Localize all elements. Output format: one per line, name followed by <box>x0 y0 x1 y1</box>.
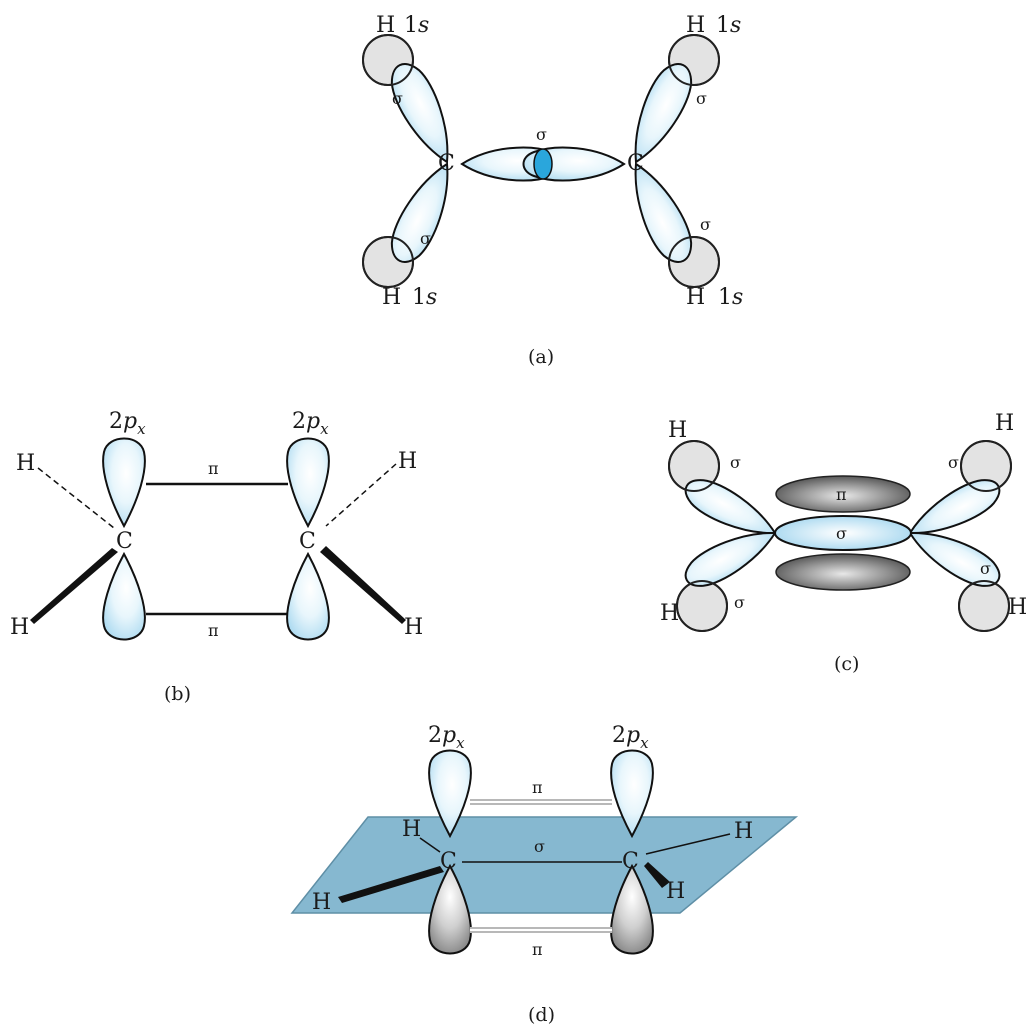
hydrogen-atom-label: H <box>666 879 685 904</box>
p-orbital-lobe <box>428 749 472 839</box>
wedge-bond <box>338 866 444 903</box>
pi-bond-label: π <box>836 485 847 504</box>
pi-bond-label: π <box>532 940 543 959</box>
p-orbital-label: 2px <box>612 723 649 752</box>
hydrogen-atom-label: H <box>404 615 423 640</box>
sigma-bond-label: σ <box>734 593 745 612</box>
p-orbital-lobe <box>286 437 330 529</box>
wedge-bond <box>644 862 670 888</box>
carbon-atom-label: C <box>622 849 639 874</box>
sigma-bond-label: σ <box>730 453 741 472</box>
orbital-1s-label: 1s <box>718 285 743 310</box>
panel-d: C C H H H H σ π π 2px 2px (d) <box>290 723 799 1026</box>
p-orbital-lobe <box>102 551 146 641</box>
sp2-hybrid-lobe <box>390 162 449 263</box>
sigma-bond-label: σ <box>534 837 545 856</box>
pi-electron-cloud <box>775 553 911 591</box>
carbon-atom-label: C <box>299 529 316 554</box>
hydrogen-atom-label: H <box>686 13 705 38</box>
sigma-bond-label: σ <box>420 229 431 248</box>
hydrogen-atom-label: H <box>16 451 35 476</box>
molecular-plane <box>290 816 799 914</box>
p-orbital-lobe <box>610 749 654 839</box>
hydrogen-atom-label: H <box>402 817 421 842</box>
p-orbital-lobe <box>286 551 330 641</box>
carbon-atom-label: C <box>438 151 455 176</box>
sigma-bond-label: σ <box>980 559 991 578</box>
hydrogen-atom-label: H <box>382 285 401 310</box>
orbital-1s-label: 1s <box>404 13 429 38</box>
sigma-bond-label: σ <box>696 89 707 108</box>
sigma-bond-label: σ <box>836 524 847 543</box>
p-orbital-label: 2px <box>109 409 146 438</box>
hydrogen-atom-label: H <box>668 418 687 443</box>
hydrogen-atom-label: H <box>734 819 753 844</box>
panel-c: π σ H H H H σ σ σ σ (c) <box>660 411 1027 675</box>
pi-bond-label: π <box>208 621 219 640</box>
orbital-1s-label: 1s <box>716 13 741 38</box>
hydrogen-atom-label: H <box>10 615 29 640</box>
hydrogen-atom-label: H <box>312 890 331 915</box>
sp2-hybrid-lobe <box>634 162 693 263</box>
hydrogen-atom-label: H <box>398 449 417 474</box>
pi-electron-cloud <box>775 475 911 513</box>
sigma-bond-label: σ <box>536 125 547 144</box>
sp2-hybrid-lobe <box>684 479 777 535</box>
orbital-1s-label: 1s <box>412 285 437 310</box>
sigma-bond-cloud <box>774 515 912 551</box>
hydrogen-atom-label: H <box>376 13 395 38</box>
p-orbital-lobe <box>428 863 472 955</box>
sigma-bond-label: σ <box>700 215 711 234</box>
sp2-hybrid-lobe <box>634 63 693 164</box>
ch-bond <box>645 833 731 855</box>
panel-caption: (b) <box>164 683 191 705</box>
carbon-atom-label: C <box>116 529 133 554</box>
sp2-hybrid-lobe <box>684 531 777 587</box>
p-orbital-lobe <box>102 437 146 529</box>
hydrogen-atom-label: H <box>686 285 705 310</box>
panel-a: C C σ H 1s σ H 1s σ σ H 1s σ H 1s (a) <box>362 13 743 368</box>
wedge-bond <box>320 546 406 624</box>
panel-caption: (c) <box>834 653 859 675</box>
p-orbital-label: 2px <box>428 723 465 752</box>
sp2-hybrid-lobe <box>908 479 1001 535</box>
hydrogen-atom-label: H <box>1008 595 1027 620</box>
sigma-overlap-region <box>533 148 553 180</box>
sp2-hybrid-lobe <box>908 531 1001 587</box>
carbon-atom-label: C <box>627 151 644 176</box>
panel-caption: (d) <box>528 1004 555 1026</box>
pi-bond-label: π <box>532 778 543 797</box>
panel-b: C C H H H H 2px 2px π π (b) <box>10 409 423 705</box>
sigma-bond-label: σ <box>392 89 403 108</box>
ch-bond <box>419 837 441 853</box>
dashed-bond <box>325 463 397 527</box>
panel-caption: (a) <box>528 346 554 368</box>
pi-bond-label: π <box>208 459 219 478</box>
p-orbital-lobe <box>610 863 654 955</box>
dashed-bond <box>37 467 115 529</box>
sigma-bond-label: σ <box>948 453 959 472</box>
sp2-hybrid-lobe <box>390 63 449 164</box>
carbon-atom-label: C <box>440 849 457 874</box>
hydrogen-atom-label: H <box>995 411 1014 436</box>
hydrogen-atom-label: H <box>660 601 679 626</box>
p-orbital-label: 2px <box>292 409 329 438</box>
wedge-bond <box>30 548 118 624</box>
